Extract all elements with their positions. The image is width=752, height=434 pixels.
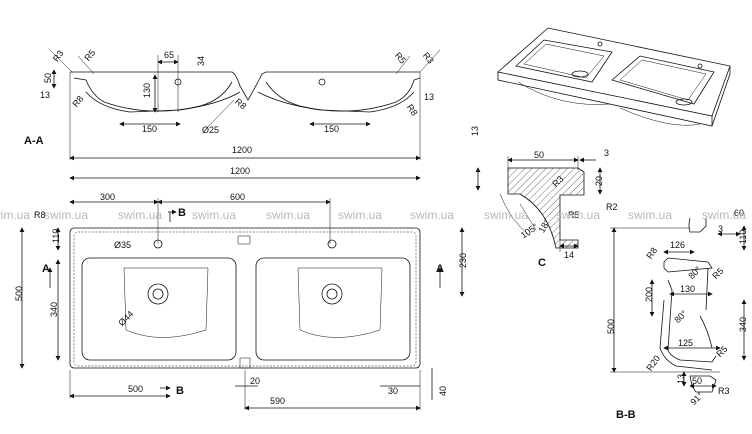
dim-bb-110: 110 [738, 230, 748, 244]
dim-bb-r8: R8 [644, 246, 659, 261]
watermark: swim.ua [44, 208, 88, 222]
watermark: swim.ua [338, 208, 382, 222]
dim-top-500: 500 [14, 286, 24, 301]
watermark-row: swim.ua swim.ua swim.ua swim.ua swim.ua … [0, 208, 746, 222]
dim-bb-3: 3 [718, 224, 723, 234]
dim-top-r8: R8 [34, 210, 46, 220]
dim-c-50: 50 [534, 150, 544, 160]
dim-aa-34: 34 [196, 56, 206, 66]
section-aa-view [49, 49, 441, 161]
dim-bb-91: 91° [688, 390, 705, 407]
dim-c-13: 13 [470, 126, 480, 136]
watermark: swim.ua [556, 208, 600, 222]
dim-top-40: 40 [438, 386, 448, 396]
dim-top-340: 340 [49, 302, 59, 317]
dim-c-20: 20 [594, 176, 604, 186]
section-marker-b-top: B [178, 207, 186, 219]
dim-top-300: 300 [100, 192, 115, 202]
dim-aa-50: 50 [43, 73, 53, 83]
dim-c-3: 3 [604, 148, 609, 158]
dim-bb-500: 500 [606, 319, 616, 334]
dim-aa-r3-left: R3 [51, 48, 66, 63]
dim-bb-60: 60 [734, 208, 744, 218]
dim-top-110: 110 [51, 229, 61, 243]
dim-aa-65: 65 [164, 50, 174, 60]
watermark: swim.ua [118, 208, 162, 222]
dim-bb-130: 130 [680, 284, 695, 294]
dim-bb-80a: 80° [686, 264, 703, 281]
isometric-view [497, 27, 731, 127]
top-view [19, 175, 465, 411]
watermark: swim.ua [266, 208, 310, 222]
dim-bb-125: 125 [678, 338, 693, 348]
dim-bb-13: 13 [676, 374, 686, 384]
dim-bb-126: 126 [670, 240, 685, 250]
section-marker-a-right: A [436, 263, 444, 275]
dim-bb-r3: R3 [718, 386, 730, 396]
section-c-label: C [538, 257, 546, 269]
section-bb-label: B-B [616, 409, 636, 421]
dim-bb-r5b: R5 [714, 344, 729, 359]
dim-top-590: 590 [270, 396, 285, 406]
dim-c-14: 14 [564, 250, 574, 260]
watermark: swim.ua [484, 208, 528, 222]
dim-aa-r8-right: R8 [405, 102, 420, 117]
dim-aa-r8-mid: R8 [233, 96, 248, 111]
dim-c-r2: R2 [606, 202, 618, 212]
dim-top-20: 20 [250, 376, 260, 386]
watermark: swim.ua [0, 208, 30, 222]
dim-bb-200: 200 [644, 287, 654, 302]
dim-top-d44: Ø44 [116, 309, 135, 328]
dim-bb-340: 340 [738, 317, 748, 332]
dim-aa-130: 130 [142, 83, 152, 98]
watermark: swim.ua [702, 208, 746, 222]
dim-bb-80b: 80° [672, 308, 689, 325]
dim-aa-r8-left: R8 [70, 94, 85, 109]
detail-c-view [475, 156, 603, 252]
section-bb-view [610, 217, 747, 393]
dim-top-1200: 1200 [230, 166, 250, 176]
dim-top-600: 600 [230, 192, 245, 202]
section-marker-a-left: A [42, 263, 50, 275]
dim-aa-150-right: 150 [324, 124, 339, 134]
dim-aa-150-left: 150 [142, 124, 157, 134]
dim-top-30: 30 [388, 386, 398, 396]
watermark: swim.ua [192, 208, 236, 222]
dim-aa-r5-right: R5 [393, 50, 408, 65]
dim-top-230: 230 [458, 253, 468, 268]
dim-aa-d25: Ø25 [202, 125, 219, 135]
watermark: swim.ua [410, 208, 454, 222]
section-marker-b-bottom: B [176, 385, 184, 397]
dim-bb-r20: R20 [644, 353, 662, 372]
dim-c-r5: R5 [568, 210, 580, 220]
dim-top-500b: 500 [128, 384, 143, 394]
section-aa-label: A-A [24, 135, 44, 147]
dim-aa-13-left: 13 [40, 90, 50, 100]
dim-aa-13-right: 13 [424, 92, 434, 102]
dim-top-d35: Ø35 [114, 240, 131, 250]
dim-aa-r5-left: R5 [82, 48, 97, 63]
dim-bb-r5a: R5 [710, 266, 725, 281]
dim-aa-r3-right: R3 [421, 50, 436, 65]
dim-bb-50: 50 [692, 376, 702, 386]
watermark: swim.ua [628, 208, 672, 222]
dim-aa-1200: 1200 [232, 145, 252, 155]
